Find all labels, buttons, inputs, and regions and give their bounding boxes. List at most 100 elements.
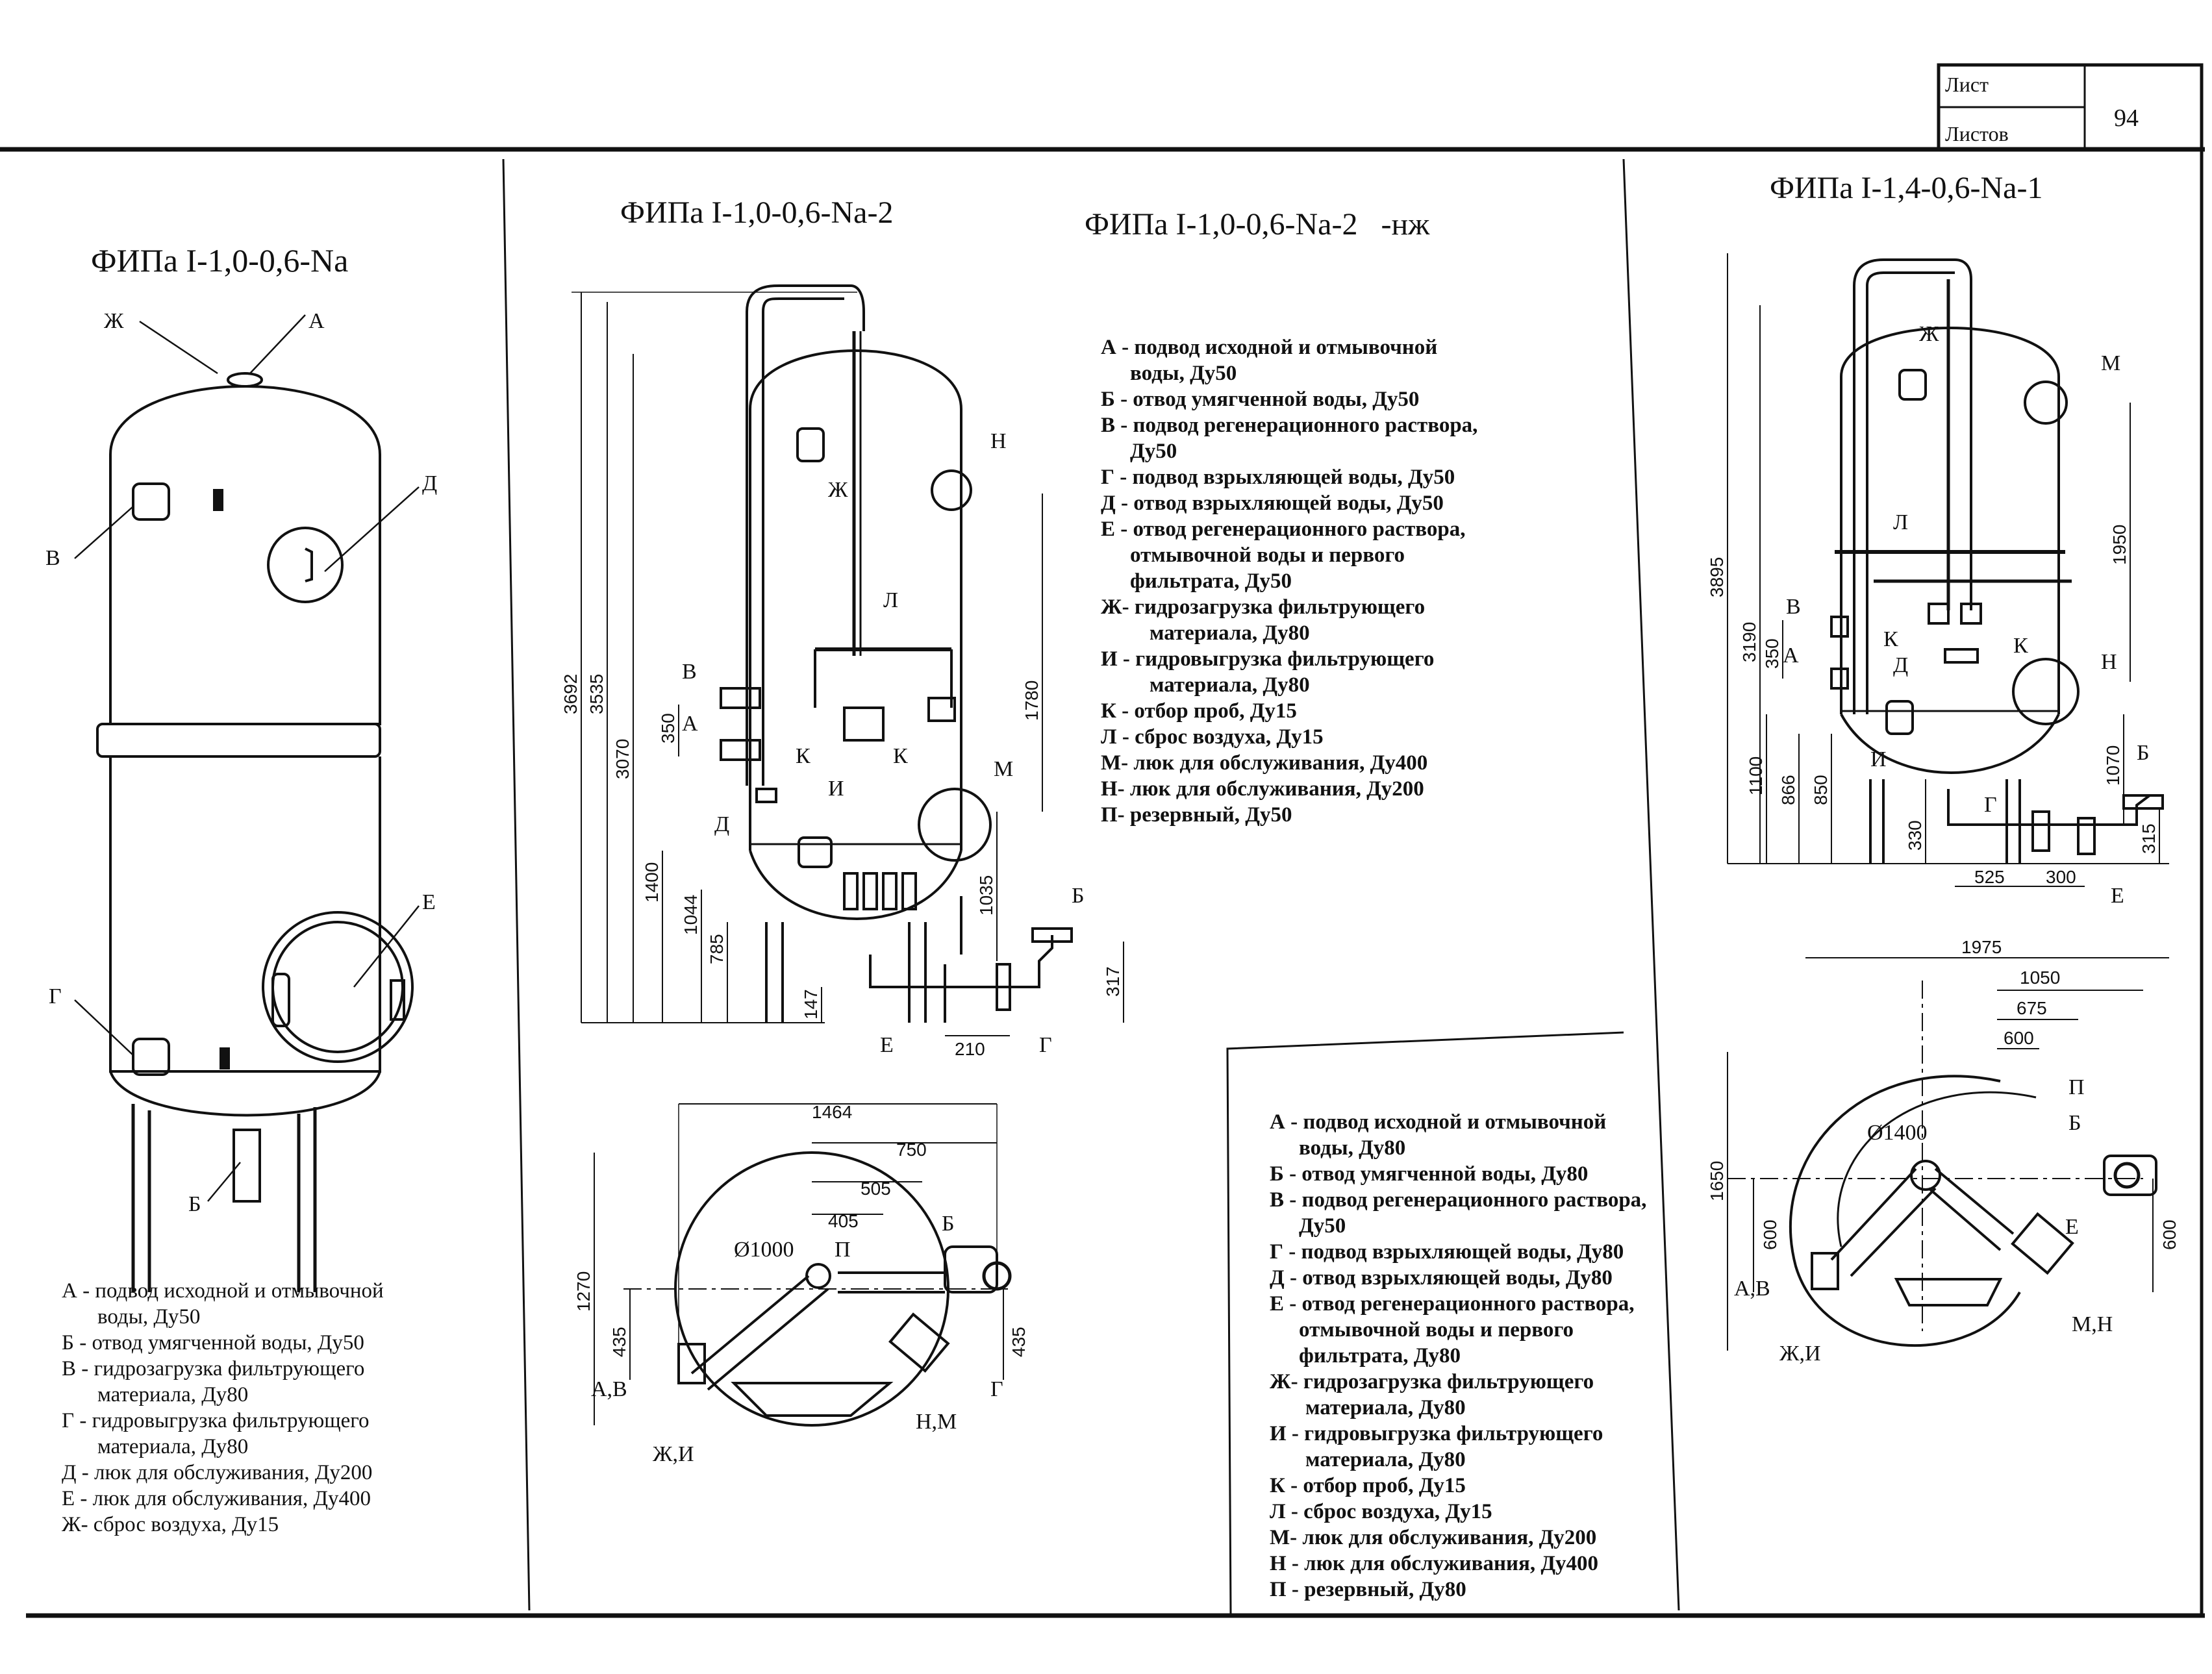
vessel1-bottom-dome	[109, 1071, 381, 1117]
panel2-title-b-suffix: -нж	[1381, 207, 1430, 242]
legend-row: Ж- гидрозагрузка фильтрующего	[1101, 595, 1426, 619]
callout-e: Е	[422, 890, 436, 914]
callout-a: А	[308, 309, 325, 333]
callout-b: Б	[188, 1192, 201, 1216]
divider-lower	[1226, 1031, 1624, 1614]
callout-k: К	[893, 744, 908, 768]
legend-row: Н - люк для обслуживания, Ду400	[1270, 1552, 1599, 1575]
vessel1-top-dome	[109, 385, 381, 455]
legend-row: И - гидровыгрузка фильтрующего	[1101, 647, 1435, 671]
legend-row: материала, Ду80	[97, 1435, 249, 1458]
legend-row: фильтрата, Ду50	[1130, 569, 1292, 593]
dim-1950: 1950	[2109, 525, 2130, 565]
panel2-title-b: ФИПа I-1,0-0,6-Na-2 -нж	[1085, 206, 1429, 242]
callout-b: Б	[2137, 741, 2150, 765]
dim-1044: 1044	[681, 895, 701, 935]
panel2-dims: 3692 3535 3070 350 1400 1044 785 1780 10…	[560, 674, 1123, 1357]
dim-1050: 1050	[2020, 968, 2060, 988]
dim-505: 505	[861, 1179, 891, 1199]
dim-1780: 1780	[1022, 681, 1042, 721]
legend-row: воды, Ду50	[1130, 362, 1237, 385]
dim-315: 315	[2139, 823, 2159, 854]
dim-330: 330	[1905, 820, 1925, 851]
dim-525: 525	[1974, 867, 2005, 887]
dim-435: 435	[609, 1327, 629, 1357]
panel3-plan	[1727, 957, 2169, 1351]
callout-l: Л	[1893, 510, 1908, 534]
panel1-title: ФИПа I-1,0-0,6-Na	[91, 242, 349, 279]
legend-row: К - отбор проб, Ду15	[1101, 699, 1297, 723]
legend-row: М- люк для обслуживания, Ду400	[1101, 751, 1428, 775]
vessel1-lower-shell	[109, 756, 381, 1073]
hatch-n3	[2012, 658, 2080, 725]
legend-row: Д - люк для обслуживания, Ду200	[62, 1461, 373, 1484]
panel2-title-b-text: ФИПа I-1,0-0,6-Na-2	[1085, 207, 1358, 242]
divider-right	[1622, 158, 1680, 1611]
vessel3-bypass-pipe	[1853, 258, 1972, 714]
vessel1-top-nozzle	[227, 372, 263, 388]
callout-e: Е	[2111, 884, 2124, 908]
legend-row: Г - подвод взрыхляющей воды, Ду80	[1270, 1240, 1624, 1264]
sheet-lists-label: Листов	[1945, 122, 2009, 145]
dim-147: 147	[801, 989, 821, 1019]
hatch-n	[931, 469, 972, 511]
legend-row: фильтрата, Ду80	[1299, 1344, 1461, 1368]
legend-row: материала, Ду80	[97, 1383, 249, 1406]
legend-row: Е - люк для обслуживания, Ду400	[62, 1487, 371, 1510]
vessel1-outlet-pipe	[233, 1129, 261, 1203]
callout-l: Л	[883, 588, 898, 612]
hatch-d	[267, 527, 344, 603]
dim-317: 317	[1103, 966, 1123, 997]
vessel3-bottom-dome	[1840, 714, 2060, 774]
dim-785: 785	[707, 934, 727, 964]
callout-zhi: Ж,И	[653, 1442, 694, 1466]
legend-row: Е - отвод регенерационного раствора,	[1270, 1292, 1635, 1316]
panel1-callouts: Ж А Д В Е Г Б	[45, 309, 437, 1216]
callout-d: Д	[1893, 653, 1908, 677]
legend-row: И - гидровыгрузка фильтрующего	[1270, 1422, 1603, 1445]
vessel1-flange-band	[96, 723, 381, 758]
callout-a: А	[1783, 643, 1799, 668]
dim-1070: 1070	[2103, 745, 2123, 786]
panel2-callouts: В А Д Н Ж Л К К И М Б Е Г Ø1000 П Б А,В …	[591, 429, 1085, 1466]
panel2-elevation	[572, 284, 1124, 1036]
plan3-shell	[1789, 1075, 2021, 1347]
dim-750: 750	[896, 1140, 927, 1160]
dim-866: 866	[1778, 775, 1798, 805]
dim-1100: 1100	[1746, 756, 1766, 795]
panel2-plan	[594, 1103, 1013, 1427]
dim-1975: 1975	[1961, 937, 2002, 957]
callout-zh: Ж	[828, 478, 848, 502]
divider-left	[502, 158, 531, 1611]
dim-300: 300	[2046, 867, 2076, 887]
dim-350: 350	[658, 713, 678, 743]
callout-a: А	[682, 712, 698, 736]
dim-600-right: 600	[2159, 1219, 2180, 1250]
callout-zh: Ж	[1919, 322, 1939, 346]
callout-n: Н	[2101, 650, 2117, 674]
callout-v: В	[45, 546, 60, 570]
legend-row: Ж- сброс воздуха, Ду15	[62, 1513, 279, 1536]
vessel2-bypass-pipe	[746, 284, 865, 786]
legend-row: Г - гидровыгрузка фильтрующего	[62, 1409, 370, 1432]
legend-row: Д - отвод взрыхляющей воды, Ду50	[1101, 492, 1444, 515]
callout-av: А,В	[1734, 1277, 1770, 1301]
panel3-legend: А - подвод исходной и отмывочной воды, Д…	[1270, 1109, 1646, 1603]
panel2-legend: А - подвод исходной и отмывочной воды, Д…	[1101, 334, 1477, 828]
callout-nm: Н,М	[916, 1410, 957, 1434]
legend-row: Б - отвод умягченной воды, Ду50	[1101, 388, 1420, 411]
legend-row: Л - сброс воздуха, Ду15	[1101, 725, 1324, 749]
nozzle-v-box	[132, 482, 170, 521]
dim-600-left: 600	[1760, 1219, 1780, 1250]
legend-row: Б - отвод умягченной воды, Ду50	[62, 1331, 364, 1355]
legend-row: Б - отвод умягченной воды, Ду80	[1270, 1162, 1589, 1186]
hatch-m	[918, 788, 992, 862]
dim-600: 600	[2004, 1028, 2034, 1048]
dim-1400: 1400	[642, 862, 662, 903]
legend-row: отмывочной воды и первого	[1299, 1318, 1574, 1342]
outlet-pipe-b3	[1947, 789, 2151, 826]
legend-row: В - подвод регенерационного раствора,	[1270, 1188, 1647, 1212]
panel1-vessel	[74, 314, 420, 1292]
callout-k: К	[796, 744, 811, 768]
